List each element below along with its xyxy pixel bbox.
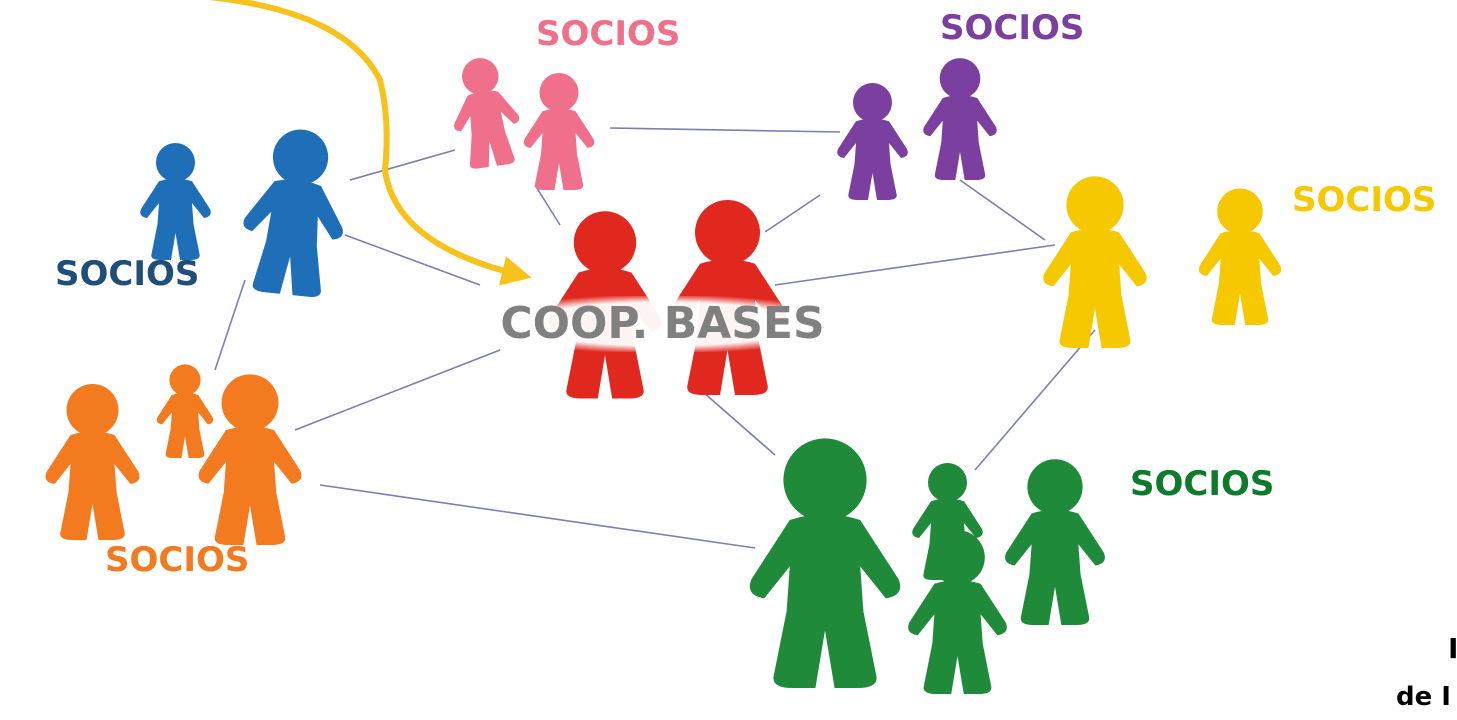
line-blue-orange [214, 279, 246, 371]
orange-figures [45, 364, 302, 545]
line-blue-pink [349, 149, 456, 181]
line-yellow-green [974, 329, 1096, 471]
pink-socios-label: SOCIOS [536, 14, 681, 54]
pink-figures [445, 53, 595, 190]
line-pink-red [534, 184, 561, 226]
line-red-yellow [774, 244, 1056, 286]
corner-text-line2: de I [1396, 682, 1451, 712]
line-purple-red [764, 194, 821, 233]
corner-text-line1: I [1448, 632, 1457, 665]
curved-arrow [207, 0, 532, 286]
coop-bases-label: COOP. BASES [485, 296, 840, 352]
line-purple-yellow [959, 179, 1046, 241]
blue-socios-label: SOCIOS [55, 254, 200, 294]
yellow-figures [1043, 176, 1282, 348]
line-orange-green [319, 484, 756, 549]
purple-figures [837, 58, 997, 200]
yellow-socios-label: SOCIOS [1292, 180, 1437, 220]
connector-lines [214, 127, 1096, 549]
line-orange-red [294, 349, 501, 431]
green-figures [749, 438, 1105, 694]
purple-socios-label: SOCIOS [940, 8, 1085, 48]
orange-socios-label: SOCIOS [105, 540, 250, 580]
green-socios-label: SOCIOS [1130, 464, 1275, 504]
line-red-green [694, 384, 776, 456]
line-pink-purple [609, 127, 841, 133]
line-blue-red [344, 234, 481, 286]
